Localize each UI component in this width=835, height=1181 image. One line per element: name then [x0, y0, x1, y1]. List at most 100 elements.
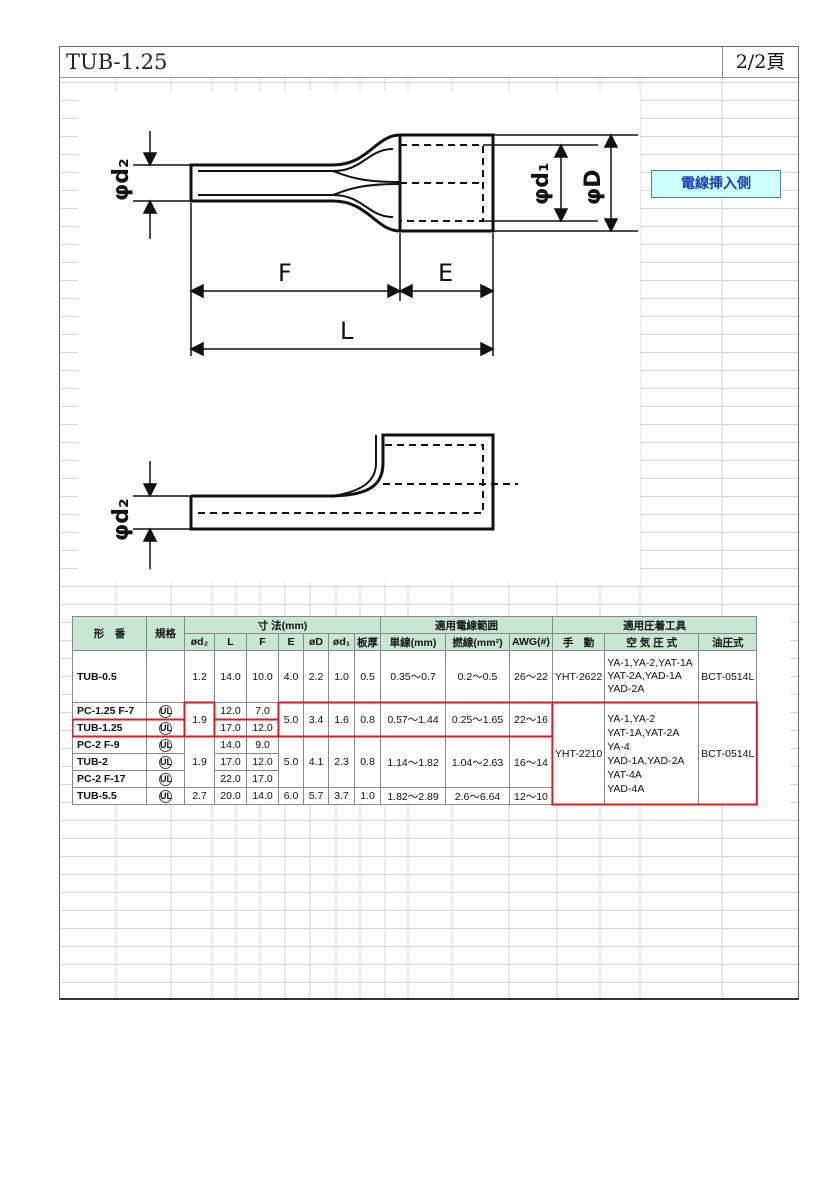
cell-thickness: 0.5 [354, 650, 381, 703]
air-tool-line: YAT-2A,YAD-1A [607, 670, 682, 682]
cell-stranded: 2.6〜6.64 [445, 787, 510, 805]
col-hydraulic: 油圧式 [698, 633, 758, 651]
cell-E: 4.0 [278, 650, 304, 703]
ul-listed-icon: UL [159, 738, 172, 752]
cell-F: 10.0 [246, 650, 279, 703]
ul-listed-icon: UL [159, 755, 172, 769]
col-solid: 単線(mm) [380, 633, 446, 651]
cell-F: 17.0 [246, 770, 279, 788]
cell-stranded: 0.25〜1.65 [445, 702, 510, 737]
header-row: TUB-1.25 2/2頁 [60, 47, 798, 78]
air-tool-line: YAT-1A,YAT-2A [607, 726, 680, 739]
col-d1: ød₁ [328, 633, 355, 651]
cell-stranded: 1.04〜2.63 [445, 736, 510, 788]
model-cell: PC-1.25 F-7 [72, 702, 147, 720]
standard-cell: UL [146, 753, 185, 771]
col-F: F [246, 633, 279, 651]
d1-label: φd₁ [529, 162, 554, 205]
cell-solid: 0.35〜0.7 [380, 650, 446, 703]
cell-stranded: 0.2〜0.5 [445, 650, 510, 703]
col-air: 空 気 圧 式 [604, 633, 700, 651]
cell-awg: 12〜10 [509, 787, 553, 805]
cell-L: 22.0 [214, 770, 247, 788]
cell-E: 5.0 [278, 702, 304, 737]
terminal-drawing: φd₂ φd₁ φD F E L φd₂ [109, 131, 638, 569]
model-cell: PC-2 F-9 [72, 736, 147, 754]
col-awg: AWG(#) [509, 633, 553, 651]
spreadsheet-page: TUB-1.25 2/2頁 [59, 46, 799, 1000]
standard-cell: UL [146, 702, 185, 720]
table-row: PC-2 F-9 UL 1.9 14.0 9.0 5.0 4.1 2.3 0.8… [72, 736, 757, 788]
air-tool-line: YA-1,YA-2 [607, 712, 656, 725]
cell-L: 20.0 [214, 787, 247, 805]
cell-d1: 3.7 [328, 787, 355, 805]
col-manual: 手 動 [551, 633, 606, 651]
col-tools: 適用圧着工具 [551, 616, 758, 634]
col-D: øD [303, 633, 329, 651]
diameter-D-label: φD [581, 170, 606, 205]
wire-insert-side-label: 電線挿入側 [651, 170, 781, 198]
spec-table: 形 番 規格 寸 法(mm) 適用電線範囲 適用圧着工具 ød₂ L F E ø… [72, 616, 758, 805]
table-row: TUB-0.5 1.2 14.0 10.0 4.0 2.2 1.0 0.5 0.… [72, 650, 758, 703]
standard-cell: UL [146, 787, 185, 805]
header-row-1: 形 番 規格 寸 法(mm) 適用電線範囲 適用圧着工具 [72, 616, 758, 651]
cell-F: 7.0 [246, 702, 279, 720]
ul-listed-icon: UL [159, 772, 172, 786]
cell-F: 14.0 [246, 787, 279, 805]
table-row: PC-1.25 F-7 UL 1.9 12.0 7.0 5.0 3.4 1.6 … [72, 702, 758, 805]
cell-solid: 1.14〜1.82 [380, 736, 446, 788]
cell-thickness: 0.8 [354, 736, 381, 788]
spec-table-wrap: 形 番 規格 寸 法(mm) 適用電線範囲 適用圧着工具 ød₂ L F E ø… [72, 616, 790, 806]
cell-awg: 22〜16 [509, 702, 553, 737]
air-tool-line: YA-4 [607, 740, 630, 753]
table-row: TUB-2 UL 17.0 12.0 [72, 753, 757, 771]
cell-D: 3.4 [303, 702, 329, 737]
cell-solid: 0.57〜1.44 [380, 702, 446, 737]
cell-awg: 16〜14 [509, 736, 553, 788]
cell-L: 14.0 [214, 736, 247, 754]
cell-L: 17.0 [214, 719, 247, 737]
header-row-2: ød₂ L F E øD ød₁ 板厚 単線(mm) 撚線(mm²) AWG(#… [73, 633, 758, 651]
cell-air: YA-1,YA-2 YAT-1A,YAT-2A YA-4 YAD-1A,YAD-… [604, 702, 700, 805]
standard-cell: UL [146, 770, 185, 788]
cell-d2: 1.9 [184, 702, 215, 737]
dim-E-label: E [438, 259, 453, 287]
model-cell: TUB-1.25 [72, 719, 147, 737]
page-number: 2/2頁 [722, 47, 798, 77]
cell-solid: 1.82〜2.89 [380, 787, 446, 805]
table-row: PC-2 F-17 UL 22.0 17.0 [72, 770, 757, 788]
air-tool-line: YAD-4A [607, 782, 645, 795]
col-wire-range: 適用電線範囲 [380, 616, 553, 634]
col-standard: 規格 [146, 616, 185, 651]
table-row: TUB-5.5 UL 2.7 20.0 14.0 6.0 5.7 3.7 1.0… [72, 787, 757, 805]
d2-label: φd₂ [109, 158, 134, 201]
ul-listed-icon: UL [159, 721, 172, 735]
cell-F: 9.0 [246, 736, 279, 754]
air-tool-line: YAD-1A,YAD-2A [607, 754, 685, 767]
ul-listed-icon: UL [159, 789, 172, 803]
cell-L: 17.0 [214, 753, 247, 771]
col-L: L [214, 633, 247, 651]
air-tool-line: YAD-2A [607, 683, 645, 695]
col-stranded: 撚線(mm²) [445, 633, 510, 651]
model-cell: TUB-0.5 [72, 650, 147, 703]
model-cell: PC-2 F-17 [72, 770, 147, 788]
cell-F: 12.0 [246, 753, 279, 771]
standard-cell: UL [146, 736, 185, 754]
dim-F-label: F [278, 259, 292, 287]
cell-E: 5.0 [278, 736, 304, 788]
cell-L: 14.0 [214, 650, 247, 703]
cell-awg: 26〜22 [509, 650, 553, 703]
cell-d2: 2.7 [184, 787, 215, 805]
cell-d1: 1.0 [328, 650, 355, 703]
cell-thickness: 0.8 [354, 702, 381, 737]
model-cell: TUB-2 [72, 753, 147, 771]
ul-listed-icon: UL [159, 704, 172, 718]
cell-d2: 1.2 [184, 650, 215, 703]
cell-d1: 1.6 [328, 702, 355, 737]
cell-D: 5.7 [303, 787, 329, 805]
cell-d1: 2.3 [328, 736, 355, 788]
col-model: 形 番 [72, 616, 147, 651]
cell-D: 2.2 [303, 650, 329, 703]
cell-manual: YHT-2622 [551, 650, 606, 703]
